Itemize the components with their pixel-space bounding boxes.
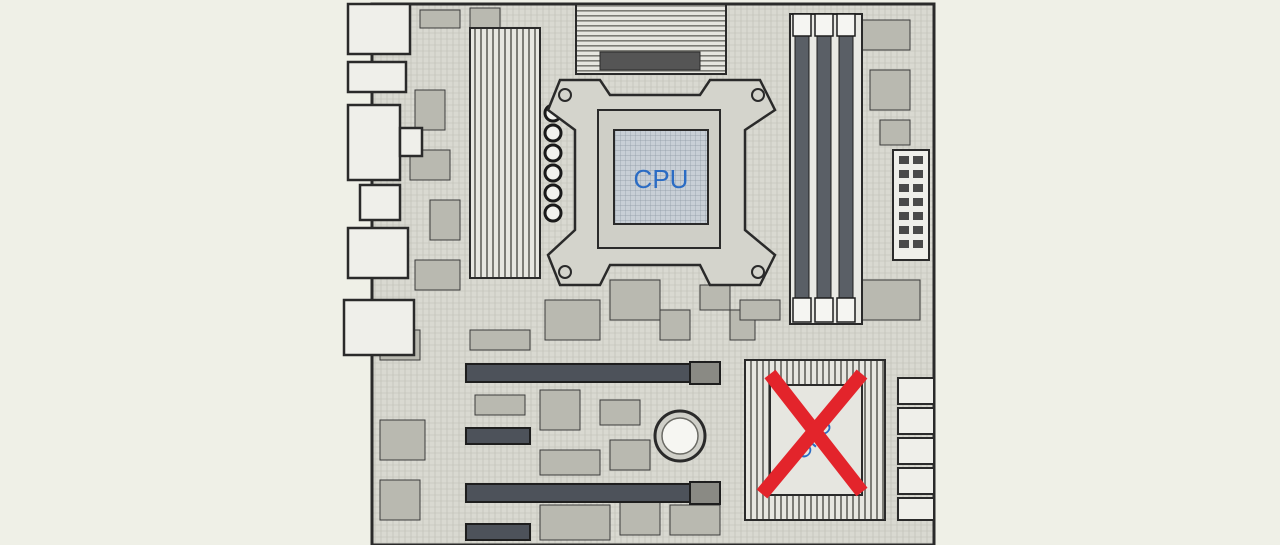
circuit-details bbox=[379, 7, 921, 541]
pcie-slot bbox=[465, 483, 719, 503]
pcie-slot bbox=[465, 427, 531, 445]
power-connector bbox=[892, 149, 930, 261]
ram-slot bbox=[838, 34, 854, 301]
pcie-slot bbox=[465, 523, 531, 541]
ram-slot bbox=[794, 34, 810, 301]
ram-slot bbox=[816, 34, 832, 301]
cpu-chip bbox=[613, 129, 709, 225]
pcie-slot bbox=[465, 363, 719, 383]
pcie-slots bbox=[465, 361, 721, 541]
io-ports bbox=[342, 2, 424, 357]
sata-ports bbox=[897, 377, 935, 521]
vrm-heatsink-left bbox=[469, 27, 541, 279]
cpu-label: CPU bbox=[634, 164, 689, 194]
red-x-mark bbox=[756, 369, 868, 499]
ram-slots bbox=[789, 13, 863, 325]
cpu-socket bbox=[546, 78, 777, 287]
cmos-battery bbox=[653, 409, 707, 463]
